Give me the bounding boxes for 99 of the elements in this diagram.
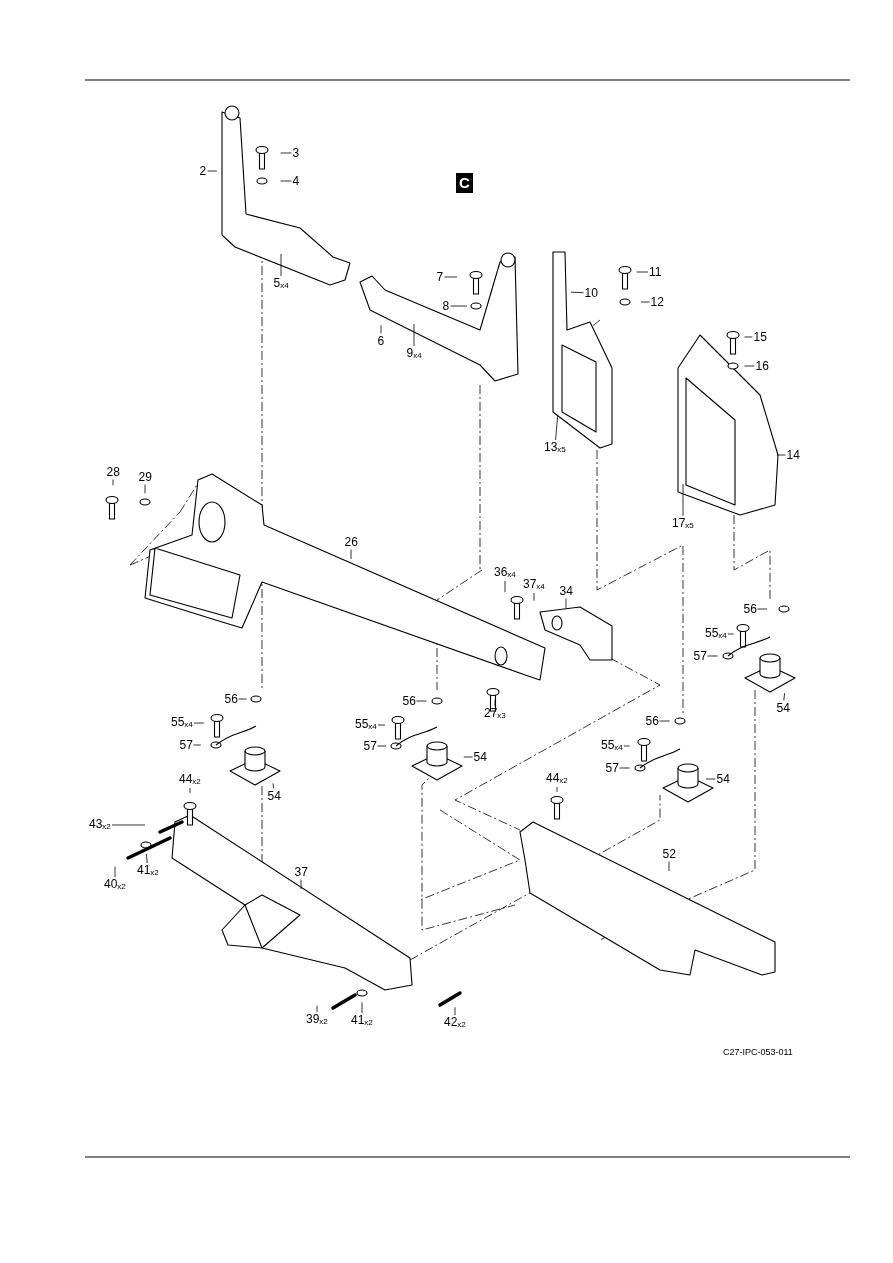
leader-line <box>776 454 786 456</box>
leader-line <box>146 853 148 864</box>
callout-number: 56 <box>224 692 238 706</box>
leader-line <box>114 866 116 878</box>
callout-number: 6 <box>377 334 385 348</box>
callout-number: 41$_{x2}$ <box>351 1014 373 1028</box>
leader-line <box>413 323 415 347</box>
callout-number: 54 <box>776 701 790 715</box>
callout-number: 55$_{x4}$ <box>171 716 193 730</box>
leader-line <box>533 592 535 602</box>
leader-line <box>112 479 114 486</box>
effectivity-badge: C <box>456 173 473 193</box>
leader-line <box>238 698 247 700</box>
callout-number: 7 <box>436 270 444 284</box>
callout-number: 56 <box>645 714 659 728</box>
leader-line <box>361 1002 363 1014</box>
leader-line <box>570 291 584 294</box>
leader-line <box>207 170 218 172</box>
leader-line <box>555 415 558 441</box>
leader-line <box>565 598 567 609</box>
callout-number: 36$_{x4}$ <box>494 566 516 580</box>
callout-number: 54 <box>716 772 730 786</box>
callout-number: 39$_{x2}$ <box>306 1013 328 1027</box>
leader-line <box>707 655 718 657</box>
callout-number: 14 <box>786 448 800 462</box>
callout-number: 15 <box>753 330 767 344</box>
callout-number: 55$_{x4}$ <box>705 627 727 641</box>
callout-number: 43$_{x2}$ <box>89 818 111 832</box>
leader-line <box>111 824 146 826</box>
leader-line <box>377 724 386 726</box>
leader-line <box>280 180 292 182</box>
callout-number: 44$_{x2}$ <box>179 773 201 787</box>
leader-line <box>668 861 670 872</box>
leader-line <box>189 787 191 794</box>
callout-number: 57 <box>179 738 193 752</box>
callout-number: 28 <box>106 465 120 479</box>
callout-number: 17$_{x5}$ <box>672 517 694 531</box>
leader-line <box>380 325 382 334</box>
callout-number: 40$_{x2}$ <box>104 878 126 892</box>
callout-number: 13$_{x5}$ <box>544 441 566 455</box>
callout-number: 9$_{x4}$ <box>406 347 422 361</box>
callout-number: 26 <box>344 535 358 549</box>
callout-number: 11 <box>649 265 662 279</box>
leader-line <box>757 608 768 610</box>
leader-line <box>556 786 558 793</box>
leader-line <box>444 276 458 278</box>
callout-number: 2 <box>199 164 207 178</box>
callout-number: 16 <box>755 359 769 373</box>
callout-number: 42$_{x2}$ <box>444 1016 466 1030</box>
leader-line <box>454 1006 456 1016</box>
callout-number: 37 <box>294 865 308 879</box>
callout-number: 54 <box>473 750 487 764</box>
callout-number: 29 <box>138 470 152 484</box>
leader-line <box>494 699 496 707</box>
callout-number: 4 <box>292 174 300 188</box>
leader-line <box>272 782 274 789</box>
callout-number: 55$_{x4}$ <box>355 718 377 732</box>
callout-number: 57 <box>693 649 707 663</box>
leader-line <box>504 580 506 593</box>
leader-line <box>280 152 292 154</box>
callout-number: 5$_{x4}$ <box>273 277 289 291</box>
callout-number: 57 <box>363 739 377 753</box>
leader-line <box>705 778 716 780</box>
leader-line <box>682 483 684 517</box>
callout-number: 57 <box>605 761 619 775</box>
leader-line <box>619 767 630 769</box>
leader-line <box>463 756 473 758</box>
leader-line <box>744 365 755 367</box>
callout-number: 44$_{x2}$ <box>546 772 568 786</box>
callout-number: 56 <box>402 694 416 708</box>
drawing-number: C27-IPC-053-011 <box>723 1047 793 1057</box>
callout-number: 54 <box>267 789 281 803</box>
callout-number: 12 <box>650 295 664 309</box>
callout-number: 37$_{x4}$ <box>523 578 545 592</box>
callout-number: 55$_{x4}$ <box>601 739 623 753</box>
leader-line <box>727 633 734 635</box>
leader-line <box>193 744 202 746</box>
callout-number: 8 <box>442 299 450 313</box>
leader-line <box>300 879 302 890</box>
leader-line <box>659 720 670 722</box>
leader-line <box>640 301 650 303</box>
callout-number: 10 <box>584 286 598 300</box>
leader-line <box>450 305 468 307</box>
leader-line <box>623 745 630 747</box>
leader-line <box>350 549 352 560</box>
leader-line <box>783 692 785 701</box>
callout-number: 3 <box>292 146 300 160</box>
callout-number: 34 <box>559 584 573 598</box>
leader-line <box>193 722 205 724</box>
leader-line <box>280 253 282 277</box>
callout-number: 56 <box>743 602 757 616</box>
leader-line <box>377 745 387 747</box>
callout-number: 41$_{x2}$ <box>137 864 159 878</box>
leader-line <box>636 271 649 273</box>
leader-line <box>144 484 146 494</box>
callout-number: 52 <box>662 847 676 861</box>
leader-line <box>316 1005 318 1013</box>
leader-line <box>744 336 753 338</box>
leader-line <box>416 700 427 702</box>
